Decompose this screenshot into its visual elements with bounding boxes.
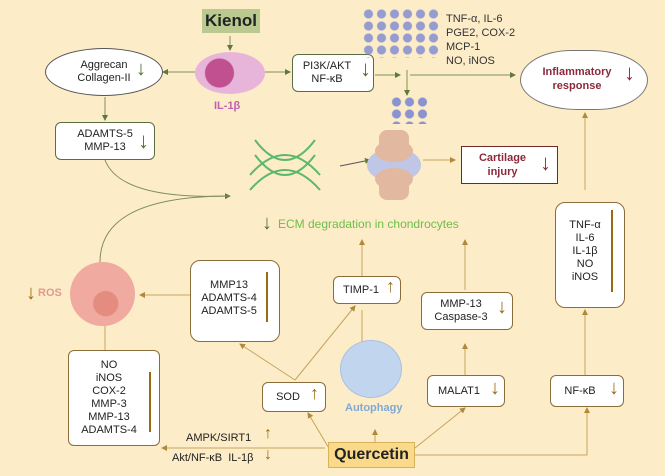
adamts4-text: ADAMTS-4 bbox=[201, 292, 257, 304]
adamts4-text: ADAMTS-4 bbox=[81, 424, 137, 436]
adamts5-mmp13-box: ADAMTS-5 MMP-13 bbox=[55, 122, 155, 160]
timp1-box: TIMP-1 bbox=[333, 276, 401, 304]
mmp13-caspase3-box: MMP-13 Caspase-3 bbox=[421, 292, 513, 330]
ecm-degradation-label: ECM degradation in chondrocytes bbox=[278, 217, 459, 231]
injury-text: injury bbox=[487, 166, 518, 178]
no-inos-box: NO iNOS COX-2 MMP-3 MMP-13 ADAMTS-4 bbox=[68, 350, 160, 446]
up-arrow-icon: ↑ bbox=[264, 425, 272, 442]
joint-icon bbox=[365, 130, 423, 200]
down-arrow-icon: ↓ bbox=[26, 282, 36, 304]
response-text: response bbox=[552, 80, 602, 92]
adamts5-text: ADAMTS-5 bbox=[201, 305, 257, 317]
adamts5-text: ADAMTS-5 bbox=[77, 128, 133, 140]
collagen-text: Collagen-II bbox=[77, 72, 131, 84]
pi3k-text: PI3K/AKT bbox=[302, 60, 352, 72]
quercetin-label: Quercetin bbox=[328, 442, 415, 468]
down-arrow-icon: ↓ bbox=[264, 446, 272, 463]
cytokine-cluster-icon bbox=[390, 96, 430, 124]
down-arrow-icon: ↓ bbox=[497, 296, 507, 318]
down-arrow-icon: ↓ bbox=[360, 56, 371, 81]
inflammatory-text: Inflammatory bbox=[542, 66, 612, 78]
kienol-label: Kienol bbox=[202, 9, 260, 33]
nfkb-text: NF-κB bbox=[311, 73, 343, 85]
cox2-text: COX-2 bbox=[92, 385, 126, 397]
cartilage-injury-box: Cartilage injury bbox=[461, 146, 558, 184]
cytokine-list: TNF-α, IL-6 PGE2, COX-2 MCP-1 NO, iNOS bbox=[446, 12, 515, 68]
up-arrow-icon: ↑ bbox=[386, 276, 395, 296]
nfkb-box: NF-κB bbox=[550, 375, 624, 407]
inos-text: iNOS bbox=[95, 372, 123, 384]
down-arrow-icon: ↓ bbox=[609, 377, 619, 399]
malat1-box: MALAT1 bbox=[427, 375, 505, 407]
no-text: NO bbox=[100, 359, 118, 371]
il1b-label: IL-1β bbox=[214, 100, 241, 112]
cytokine-item: PGE2, COX-2 bbox=[446, 27, 516, 39]
inos-text: iNOS bbox=[571, 271, 599, 283]
autophagy-icon bbox=[340, 340, 402, 398]
malat1-text: MALAT1 bbox=[438, 385, 480, 397]
timp1-text: TIMP-1 bbox=[342, 284, 380, 296]
akt-nfkb-il1b-label: Akt/NF-κB IL-1β bbox=[172, 452, 254, 464]
down-arrow-icon: ↓ bbox=[138, 128, 149, 153]
ros-label: ROS bbox=[38, 287, 62, 299]
aggrecan-collagen-node: Aggrecan Collagen-II bbox=[45, 48, 163, 96]
down-arrow-icon bbox=[611, 210, 613, 292]
il6-text: IL-6 bbox=[575, 232, 595, 244]
il1b-cell-icon bbox=[195, 52, 265, 94]
down-arrow-icon: ↓ bbox=[624, 60, 635, 85]
down-arrow-icon: ↓ bbox=[490, 377, 500, 399]
no-text: NO bbox=[576, 258, 594, 270]
cytokine-cluster-icon bbox=[362, 8, 442, 58]
mmp13-adamts-box: MMP13 ADAMTS-4 ADAMTS-5 bbox=[190, 260, 280, 342]
cartilage-text: Cartilage bbox=[478, 152, 527, 164]
cytokine-item: TNF-α, IL-6 bbox=[446, 13, 503, 25]
autophagy-label: Autophagy bbox=[345, 402, 403, 414]
down-arrow-icon: ↓ bbox=[262, 212, 272, 234]
inflammatory-response-cloud: Inflammatory response bbox=[520, 50, 648, 110]
ampk-sirt1-label: AMPK/SIRT1 bbox=[186, 432, 252, 444]
pi3k-nfkb-box: PI3K/AKT NF-κB bbox=[292, 54, 374, 92]
mmp13-text: MMP13 bbox=[210, 279, 248, 291]
mmp13-text: MMP-13 bbox=[88, 411, 130, 423]
cytokine-item: NO, iNOS bbox=[446, 55, 495, 67]
mmp3-text: MMP-3 bbox=[91, 398, 127, 410]
up-arrow-icon: ↑ bbox=[310, 383, 319, 403]
down-arrow-icon bbox=[149, 372, 151, 432]
tnf-il6-box: TNF-α IL-6 IL-1β NO iNOS bbox=[555, 202, 625, 308]
sod-box: SOD bbox=[262, 382, 326, 412]
down-arrow-icon bbox=[266, 272, 268, 322]
mmp13-text: MMP-13 bbox=[440, 298, 482, 310]
down-arrow-icon: ↓ bbox=[540, 150, 551, 175]
down-arrow-icon: ↓ bbox=[136, 58, 146, 80]
ros-cell-icon bbox=[70, 262, 135, 326]
caspase3-text: Caspase-3 bbox=[434, 311, 488, 323]
aggrecan-text: Aggrecan bbox=[80, 59, 128, 71]
tnf-text: TNF-α bbox=[569, 219, 601, 231]
sod-text: SOD bbox=[276, 391, 300, 403]
nfkb-text: NF-κB bbox=[564, 385, 596, 397]
ecm-mesh-icon bbox=[249, 139, 321, 191]
mmp13-text: MMP-13 bbox=[84, 141, 126, 153]
cytokine-item: MCP-1 bbox=[446, 41, 481, 53]
il1b-text: IL-1β bbox=[572, 245, 598, 257]
